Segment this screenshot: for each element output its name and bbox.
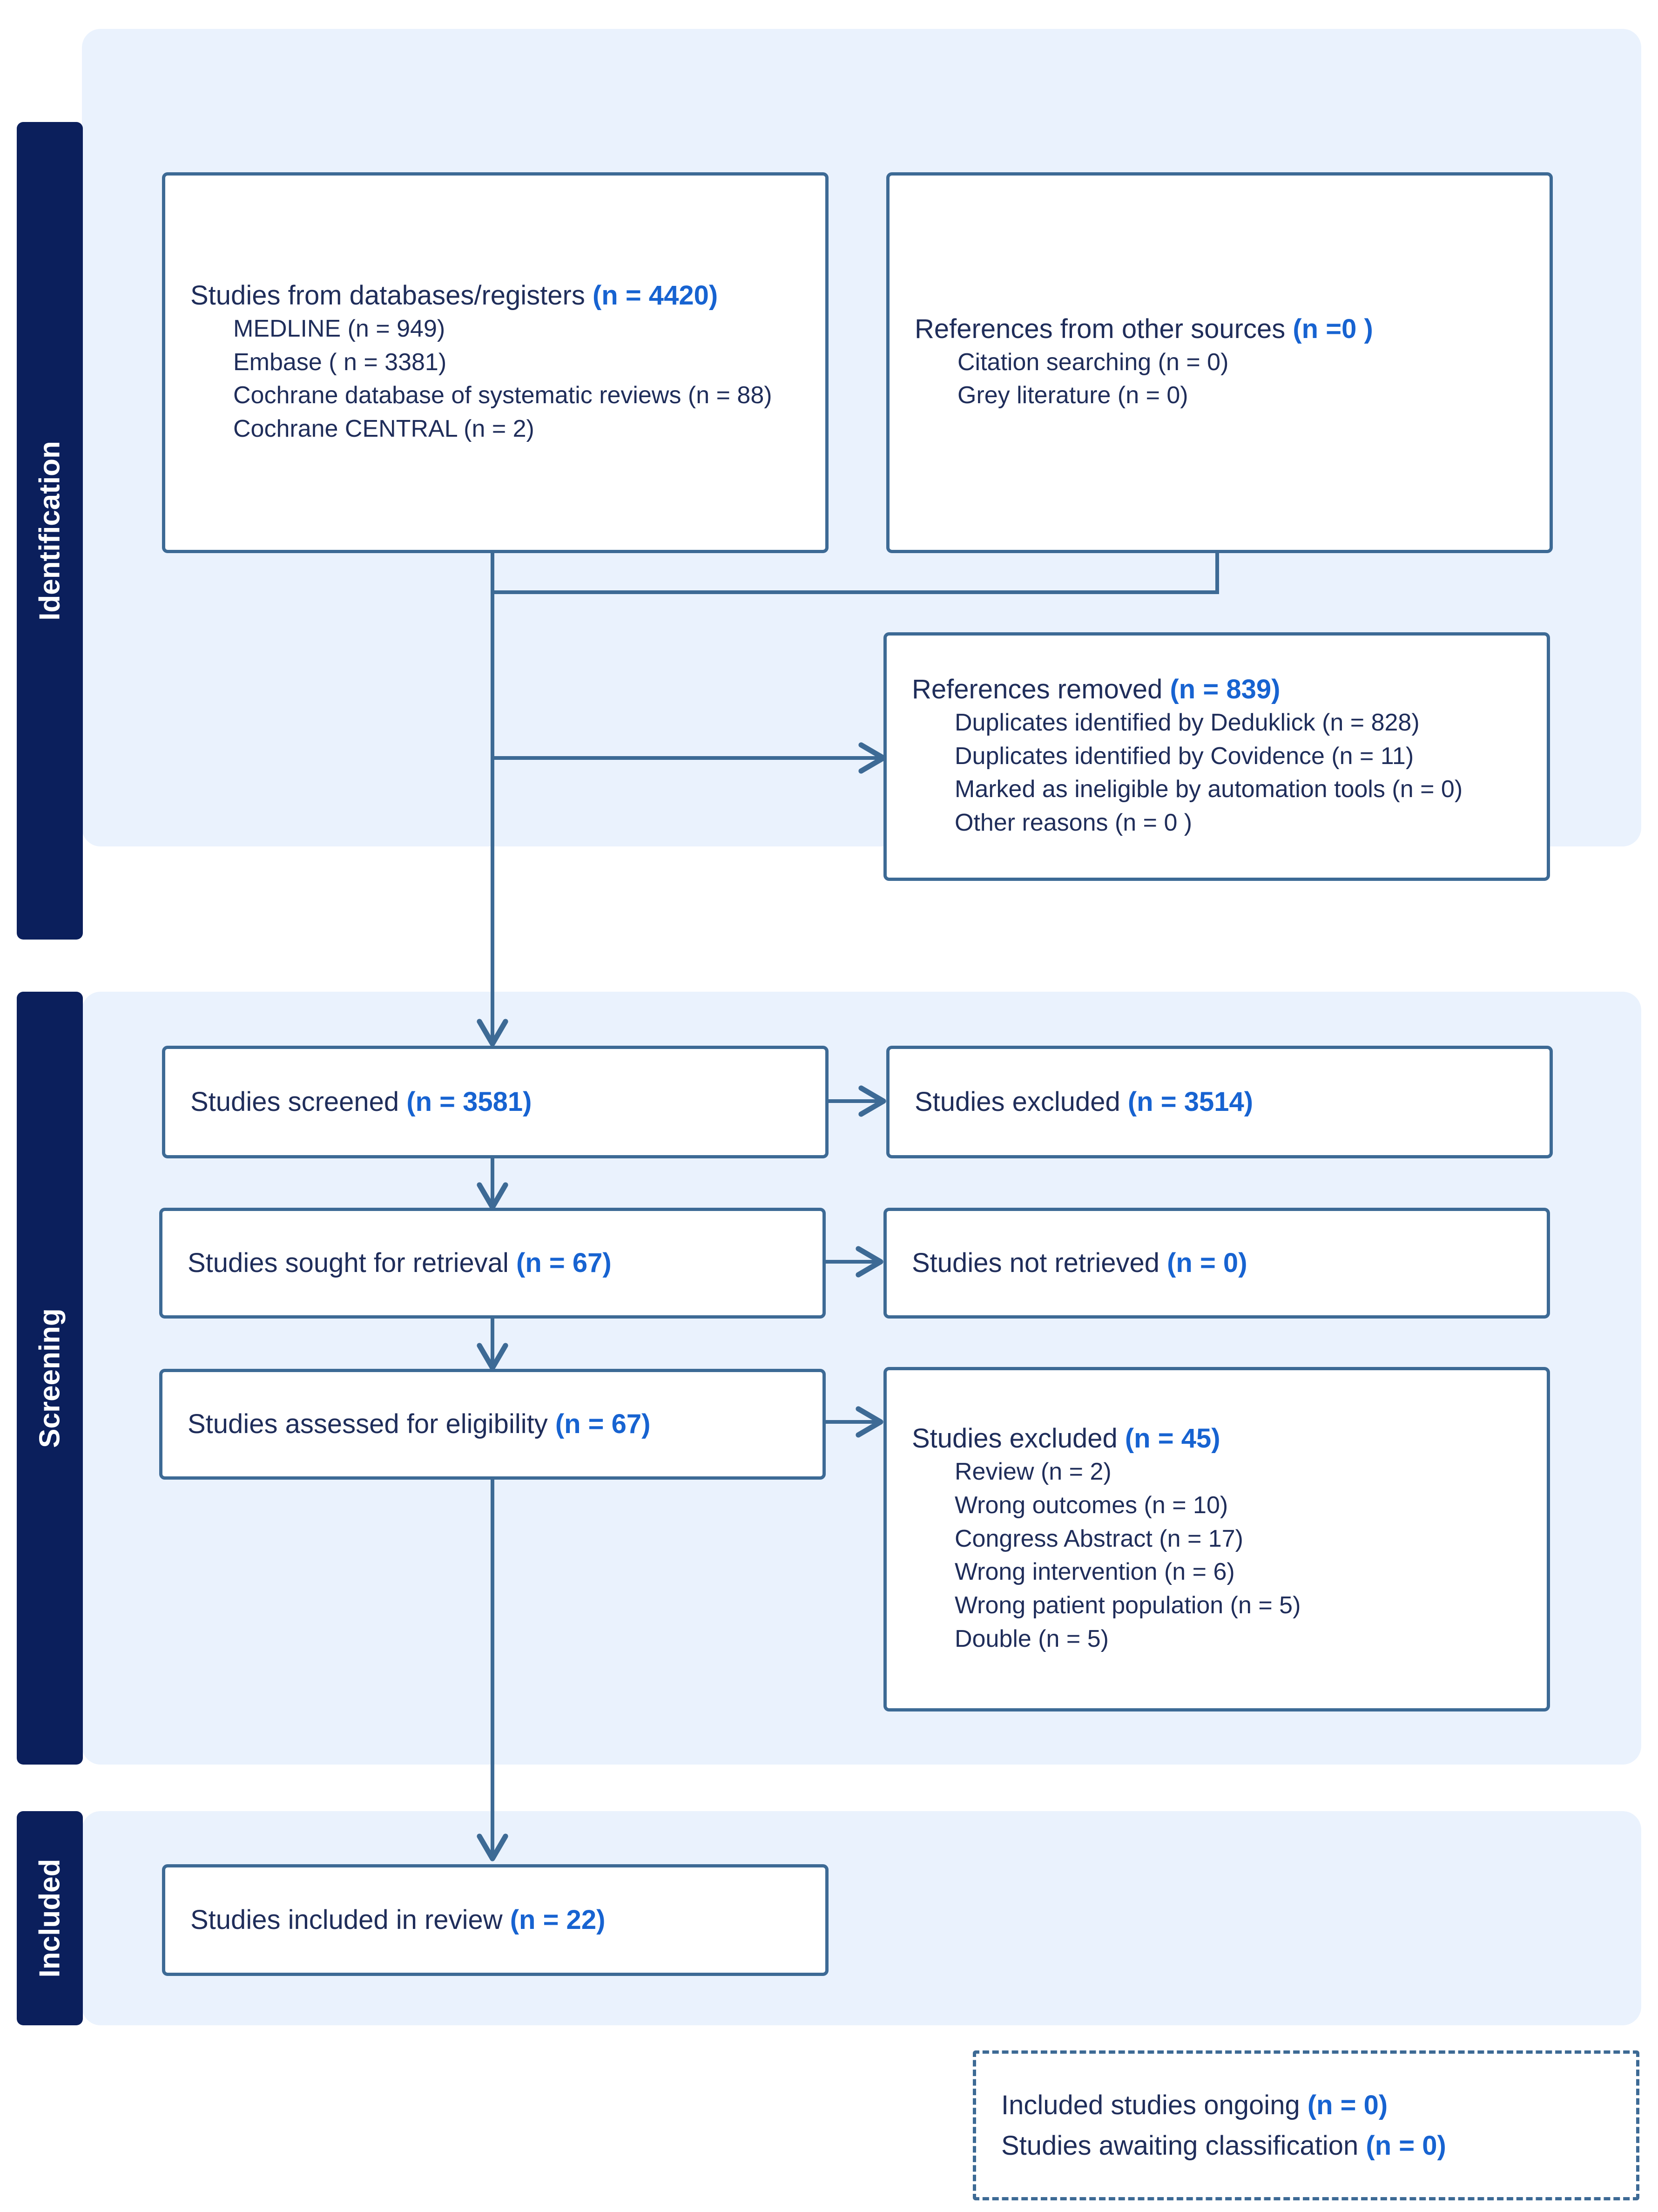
exclusion-reason-item: Congress Abstract (n = 17) xyxy=(955,1525,1243,1552)
screened-title: Studies screened xyxy=(190,1086,407,1117)
excluded-reasons-box: Studies excluded (n = 45) Review (n = 2)… xyxy=(883,1367,1550,1711)
included-review-title: Studies included in review xyxy=(190,1904,510,1935)
included-stage-label: Included xyxy=(17,1811,83,2025)
identification-stage-label: Identification xyxy=(17,122,83,940)
assessed-title: Studies assessed for eligibility xyxy=(188,1408,555,1439)
excluded-reasons-title: Studies excluded xyxy=(912,1423,1125,1454)
sought-title: Studies sought for retrieval xyxy=(188,1247,517,1278)
awaiting-title: Studies awaiting classification xyxy=(1001,2131,1366,2161)
removed-item: Duplicates identified by Covidence (n = … xyxy=(955,742,1414,770)
not-retrieved-title: Studies not retrieved xyxy=(912,1247,1167,1278)
other-sources-count: (n =0 ) xyxy=(1293,313,1373,344)
exclusion-reason-item: Wrong outcomes (n = 10) xyxy=(955,1491,1228,1519)
awaiting-count: (n = 0) xyxy=(1366,2131,1446,2161)
exclusion-reason-item: Double (n = 5) xyxy=(955,1625,1109,1652)
removed-title: References removed xyxy=(912,674,1170,705)
not-retrieved-box: Studies not retrieved (n = 0) xyxy=(883,1208,1550,1319)
assessed-count: (n = 67) xyxy=(555,1408,651,1439)
merge-connector xyxy=(491,553,1219,594)
assessed-box: Studies assessed for eligibility (n = 67… xyxy=(159,1369,826,1480)
ongoing-title: Included studies ongoing xyxy=(1001,2090,1308,2120)
included-review-count: (n = 22) xyxy=(510,1904,606,1935)
included-review-box: Studies included in review (n = 22) xyxy=(162,1864,829,1976)
databases-item: MEDLINE (n = 949) xyxy=(233,315,445,342)
removed-count: (n = 839) xyxy=(1170,674,1281,705)
excluded-box: Studies excluded (n = 3514) xyxy=(886,1046,1553,1158)
sought-box: Studies sought for retrieval (n = 67) xyxy=(159,1208,826,1319)
screened-count: (n = 3581) xyxy=(406,1086,532,1117)
databases-item: Embase ( n = 3381) xyxy=(233,348,447,376)
other-sources-item: Grey literature (n = 0) xyxy=(957,382,1188,409)
exclusion-reason-item: Wrong intervention (n = 6) xyxy=(955,1558,1235,1586)
exclusion-reason-item: Review (n = 2) xyxy=(955,1458,1112,1486)
removed-item: Duplicates identified by Deduklick (n = … xyxy=(955,709,1420,736)
excluded-reasons-count: (n = 45) xyxy=(1125,1423,1220,1454)
ongoing-count: (n = 0) xyxy=(1307,2090,1388,2120)
excluded-count: (n = 3514) xyxy=(1127,1086,1254,1117)
excluded-title: Studies excluded xyxy=(915,1086,1128,1117)
exclusion-reason-item: Wrong patient population (n = 5) xyxy=(955,1592,1301,1619)
other-sources-box: References from other sources (n =0 ) Ci… xyxy=(886,172,1553,553)
screening-stage-label: Screening xyxy=(17,992,83,1765)
databases-item: Cochrane CENTRAL (n = 2) xyxy=(233,415,534,443)
sought-count: (n = 67) xyxy=(516,1247,612,1278)
other-sources-title: References from other sources xyxy=(915,313,1293,344)
not-retrieved-count: (n = 0) xyxy=(1167,1247,1247,1278)
removed-item: Other reasons (n = 0 ) xyxy=(955,809,1193,837)
references-removed-box: References removed (n = 839) Duplicates … xyxy=(883,632,1550,881)
other-sources-item: Citation searching (n = 0) xyxy=(957,348,1229,376)
removed-item: Marked as ineligible by automation tools… xyxy=(955,776,1463,803)
databases-item: Cochrane database of systematic reviews … xyxy=(233,382,772,409)
screened-box: Studies screened (n = 3581) xyxy=(162,1046,829,1158)
databases-title: Studies from databases/registers xyxy=(190,280,593,311)
ongoing-awaiting-box: Included studies ongoing (n = 0) Studies… xyxy=(973,2050,1639,2200)
databases-count: (n = 4420) xyxy=(592,280,718,311)
databases-box: Studies from databases/registers (n = 44… xyxy=(162,172,829,553)
